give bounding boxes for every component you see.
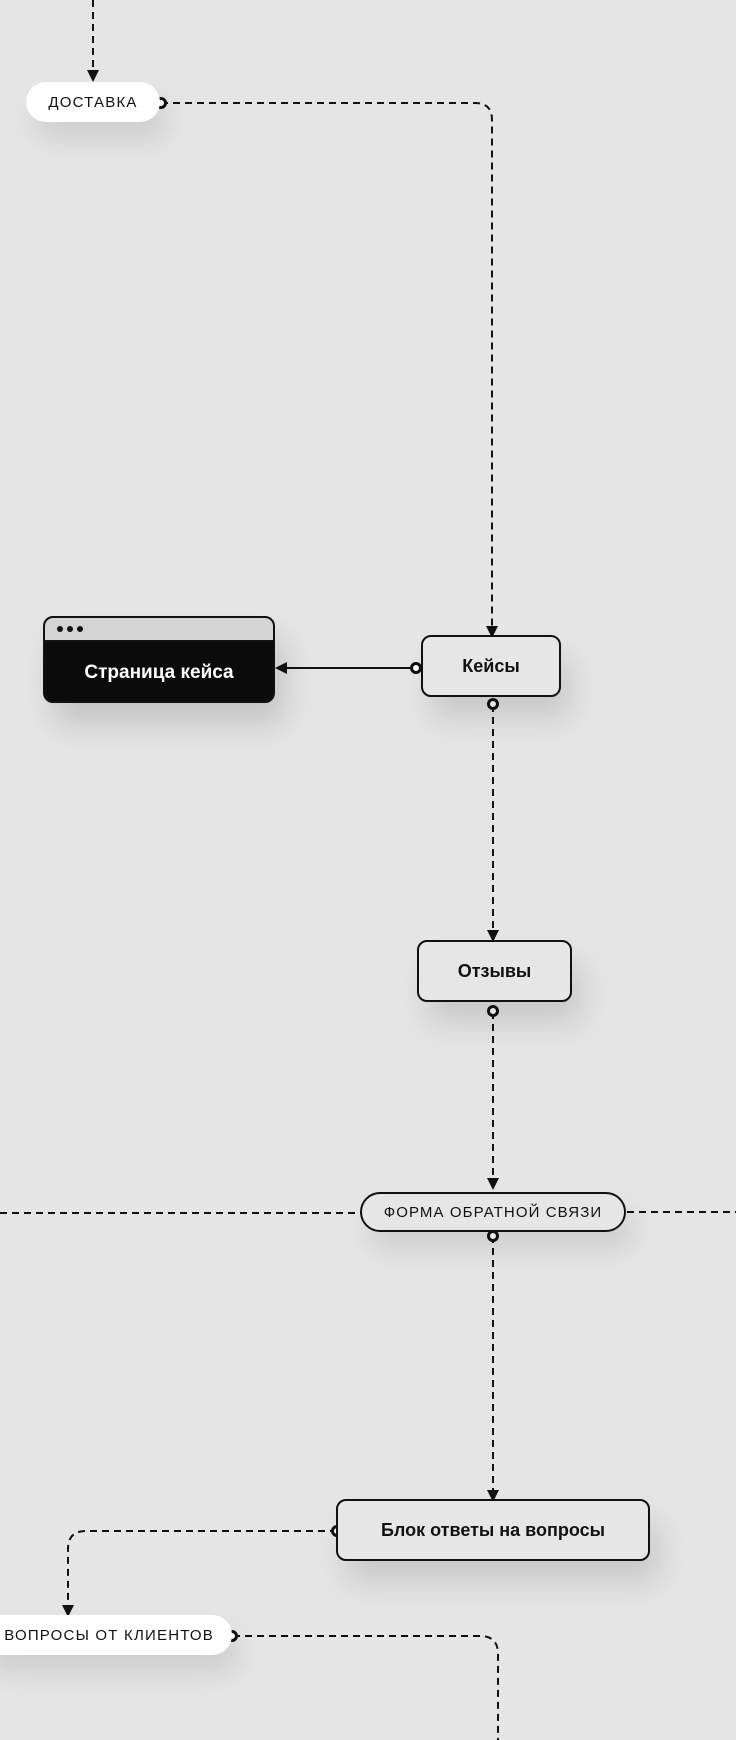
connector-circle-icon [410,662,422,674]
connector-circle-icon [487,1005,499,1017]
connector-circle-icon [487,1230,499,1242]
window-titlebar [45,618,273,642]
connector-circle-icon [487,698,499,710]
node-dostavka[interactable]: ДОСТАВКА [26,82,160,122]
window-dots-icon [57,626,63,632]
node-dostavka-label: ДОСТАВКА [48,93,138,111]
edge-dostavka-to-keisy [161,102,498,638]
node-blok-otvety[interactable]: Блок ответы на вопросы [336,1499,650,1561]
node-forma-label: ФОРМА ОБРАТНОЙ СВЯЗИ [383,1203,603,1221]
edge-voprosy-down [233,1635,499,1740]
node-otzyvy[interactable]: Отзывы [417,940,572,1002]
node-blok-otvety-label: Блок ответы на вопросы [380,1519,605,1540]
window-dots-icon [67,626,73,632]
node-otzyvy-label: Отзывы [457,960,532,981]
node-voprosy-ot-klientov[interactable]: ВОПРОСЫ ОТ КЛИЕНТОВ [0,1615,232,1655]
edge-blok-to-voprosy [62,1530,337,1617]
node-voprosy-label: ВОПРОСЫ ОТ КЛИЕНТОВ [4,1626,214,1644]
node-keisy[interactable]: Кейсы [421,635,561,697]
node-stranica-keisa[interactable]: Страница кейса [43,616,275,703]
window-dots-icon [77,626,83,632]
node-forma-obratnoy-svyazi[interactable]: ФОРМА ОБРАТНОЙ СВЯЗИ [360,1192,626,1232]
node-keisy-label: Кейсы [462,655,520,676]
node-stranica-keisa-label: Страница кейса [84,662,234,683]
